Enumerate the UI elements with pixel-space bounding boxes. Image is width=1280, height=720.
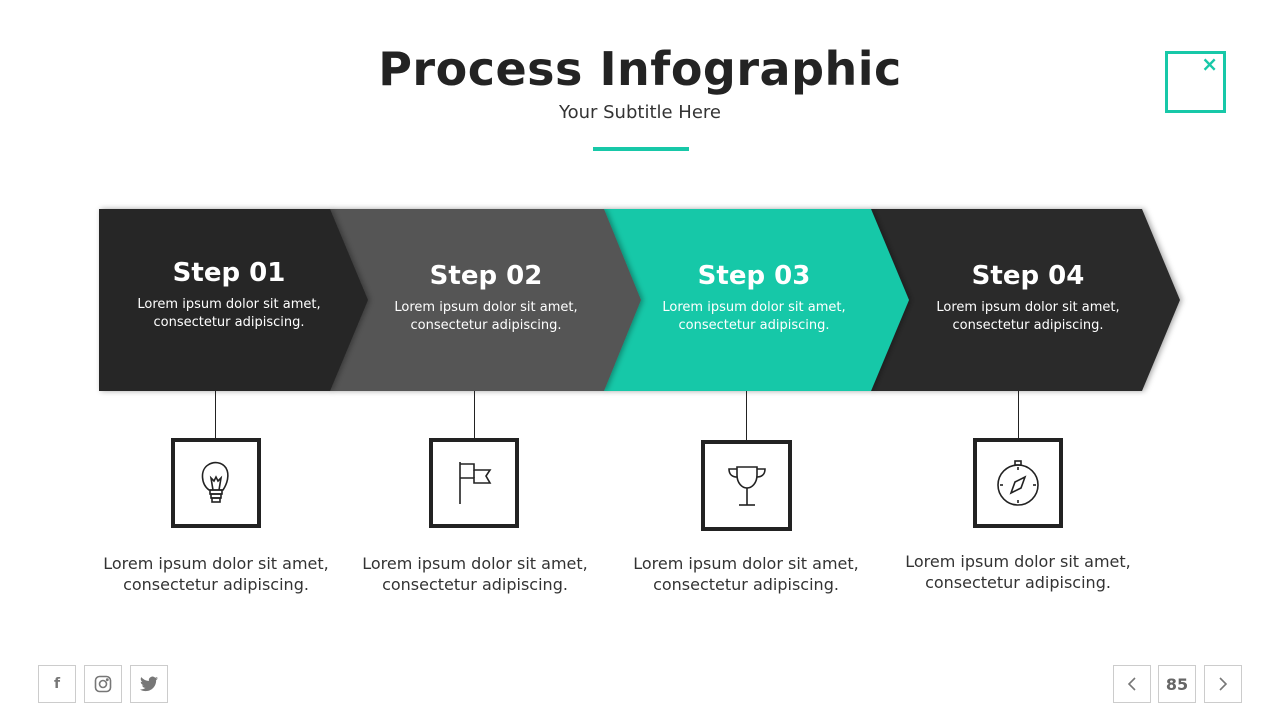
step-text: consectetur adipiscing. [952,318,1104,333]
step-4-description: Lorem ipsum dolor sit amet,consectetur a… [905,552,1131,592]
step-title: Step 01 [172,258,286,288]
flag-icon [459,462,492,504]
step-text: Lorem ipsum dolor sit amet, [936,300,1120,315]
connector-line [474,391,475,438]
step-4-content: Step 04 Lorem ipsum dolor sit amet, consec… [903,261,1153,335]
step-title: Step 03 [697,261,811,291]
instagram-icon [94,675,112,693]
step-2-content: Step 02 Lorem ipsum dolor sit amet, consec… [361,261,611,335]
title-underline [593,147,689,151]
step-1-content: Step 01 Lorem ipsum dolor sit amet, consec… [104,258,354,332]
connector-line [1018,391,1019,438]
step-1-arrow [99,209,368,391]
close-button[interactable]: × [1165,51,1226,113]
page-number: 85 [1158,665,1196,703]
step-text: Lorem ipsum dolor sit amet, [662,300,846,315]
facebook-button[interactable]: f [38,665,76,703]
next-page-button[interactable] [1204,665,1242,703]
step-text: Lorem ipsum dolor sit amet, [394,300,578,315]
twitter-icon [140,676,158,692]
facebook-icon: f [53,676,61,692]
step-3-content: Step 03 Lorem ipsum dolor sit amet, consec… [629,261,879,335]
step-title: Step 02 [429,261,543,291]
step-1-description: Lorem ipsum dolor sit amet,consectetur a… [103,554,329,594]
step-2-description: Lorem ipsum dolor sit amet,consectetur a… [362,554,588,594]
chevron-left-icon [1127,677,1136,691]
chevron-right-icon [1219,677,1228,691]
step-3-description: Lorem ipsum dolor sit amet,consectetur a… [633,554,859,594]
icon-box [171,438,261,528]
page-subtitle: Your Subtitle Here [558,102,721,123]
step-3-arrow [604,209,909,391]
step-4-arrow [871,209,1180,391]
trophy-icon [727,465,766,506]
connector-line [746,391,747,440]
icon-box [429,438,519,528]
lightbulb-icon [201,461,229,503]
step-text: consectetur adipiscing. [410,318,562,333]
connector-line [215,391,216,438]
previous-page-button[interactable] [1113,665,1151,703]
compass-icon [997,460,1039,506]
close-icon: × [1201,52,1218,76]
step-title: Step 04 [971,261,1085,291]
icon-box [701,440,792,531]
icon-box [973,438,1063,528]
step-text: Lorem ipsum dolor sit amet, [137,297,321,312]
step-text: consectetur adipiscing. [153,315,305,330]
instagram-button[interactable] [84,665,122,703]
step-text: consectetur adipiscing. [678,318,830,333]
step-2-arrow [330,209,641,391]
page-title: Process Infographic [378,42,902,96]
twitter-button[interactable] [130,665,168,703]
